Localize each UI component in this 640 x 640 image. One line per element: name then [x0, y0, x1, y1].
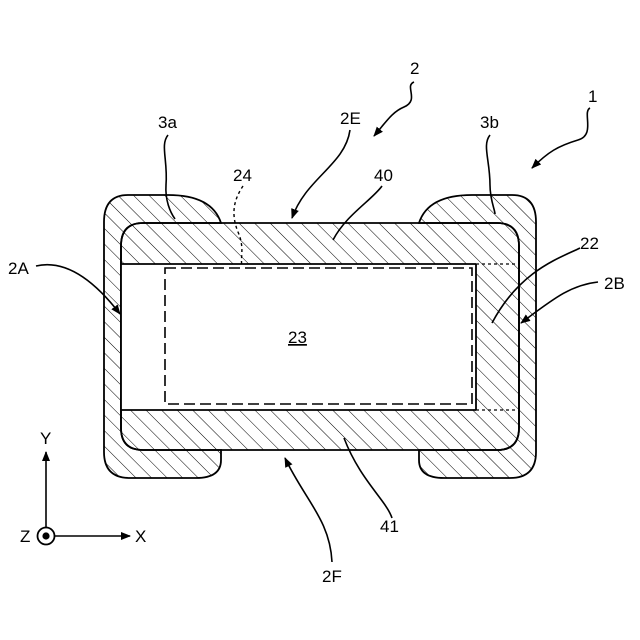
z-axis-label: Z [20, 527, 30, 546]
leader-2 [374, 82, 414, 136]
element-body [121, 223, 519, 450]
z-axis-dot [42, 532, 49, 539]
label-1: 1 [588, 87, 597, 106]
label-22: 22 [580, 234, 599, 253]
label-2F: 2F [322, 567, 342, 586]
label-41: 41 [380, 517, 399, 536]
label-2B: 2B [604, 274, 625, 293]
leader-2F [285, 458, 332, 562]
side-margin-region [476, 264, 519, 410]
leader-2E [292, 130, 350, 218]
label-24: 24 [233, 166, 252, 185]
label-23: 23 [288, 328, 307, 347]
label-2: 2 [410, 59, 419, 78]
label-3a: 3a [158, 113, 177, 132]
y-axis-label: Y [40, 429, 51, 448]
label-40: 40 [374, 166, 393, 185]
bottom-cover-region [121, 410, 519, 450]
label-2A: 2A [8, 259, 29, 278]
label-3b: 3b [480, 113, 499, 132]
leader-1 [532, 108, 590, 168]
x-axis-label: X [135, 527, 146, 546]
top-cover-region [121, 223, 519, 264]
label-2E: 2E [340, 109, 361, 128]
